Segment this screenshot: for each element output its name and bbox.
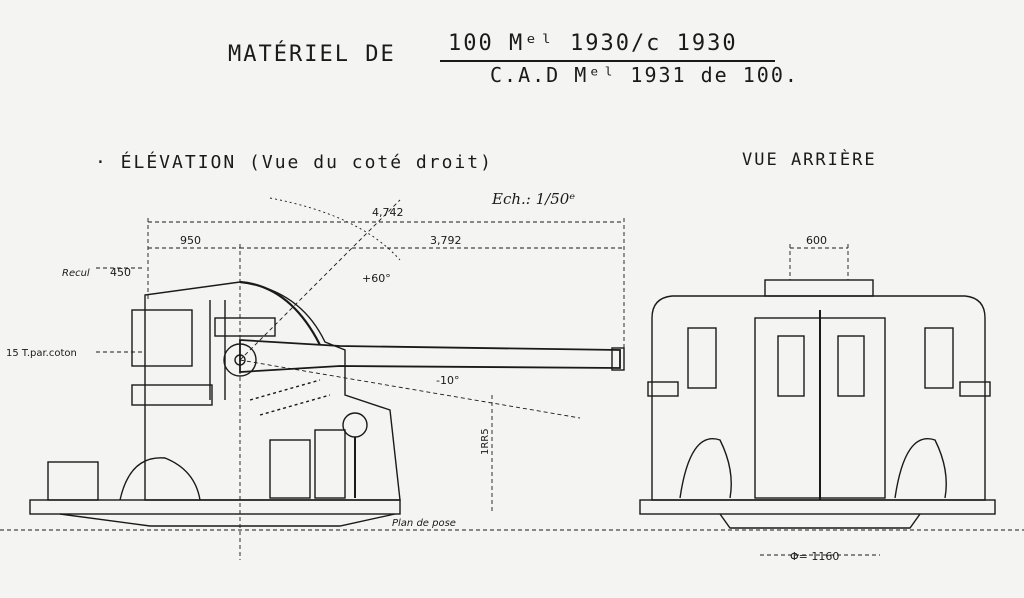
elevation-base-plate <box>29 499 401 515</box>
dim-shield-thickness: 15 T.par.coton <box>6 348 77 359</box>
depression-line <box>239 359 581 419</box>
title-prefix: MATÉRIEL DE <box>228 42 396 67</box>
elevation-view-title: · ÉLÉVATION (Vue du coté droit) <box>95 152 493 173</box>
rear-left-window <box>687 327 717 389</box>
muzzle <box>611 347 625 371</box>
breech-block <box>131 309 193 367</box>
dim-trunnion-height: 1RR5 <box>480 428 491 455</box>
dim-recul-value: 450 <box>110 266 131 279</box>
rear-roof-hatch <box>764 279 874 297</box>
rear-shield-outline <box>651 295 986 501</box>
title-numerator: 100 Mᵉˡ 1930/c 1930 <box>448 31 738 56</box>
turret-shield-outline <box>144 281 401 501</box>
scale-label: Ech.: 1/50ᵉ <box>492 190 576 208</box>
dim-recul-label: Recul <box>62 268 90 279</box>
gunner-seat <box>119 457 201 501</box>
base-plane-label: Plan de pose <box>392 518 456 529</box>
rear-pivot-ring <box>719 513 921 529</box>
shield-roof-curve <box>239 280 321 346</box>
rear-view <box>639 244 996 556</box>
elevation-pivot-ring <box>59 513 396 527</box>
elevation-arc <box>269 197 401 261</box>
right-recuperator <box>837 335 865 397</box>
rear-right-window <box>924 327 954 389</box>
gun-barrel <box>239 339 621 373</box>
left-recuperator <box>777 335 805 397</box>
cradle-rails <box>209 300 226 400</box>
left-gunner <box>679 438 732 499</box>
dim-barrel-length: 3,792 <box>430 234 462 247</box>
dim-rear-offset: 950 <box>180 234 201 247</box>
rear-ammo-box <box>47 461 99 501</box>
dim-base-diameter: Φ= 1160 <box>790 550 839 563</box>
rear-right-lug <box>959 381 991 397</box>
rear-view-title: VUE ARRIÈRE <box>742 150 877 170</box>
rear-base-plate <box>639 499 996 515</box>
dim-min-elevation: -10° <box>436 374 459 387</box>
dim-total-length: 4,742 <box>372 206 404 219</box>
loading-tray <box>131 384 213 406</box>
max-elevation-line <box>239 199 401 361</box>
traverse-linkage <box>249 379 331 416</box>
dim-max-elevation: +60° <box>362 272 391 285</box>
title-fraction-bar <box>440 60 775 62</box>
right-gunner <box>894 438 947 499</box>
elevation-view <box>0 197 1024 560</box>
recoil-cylinder <box>214 317 276 337</box>
training-gear-housing <box>269 439 311 499</box>
pedestal <box>314 429 346 499</box>
elevation-handwheel <box>342 412 368 438</box>
dim-rear-width: 600 <box>806 234 827 247</box>
rear-left-lug <box>647 381 679 397</box>
title-denominator: C.A.D Mᵉˡ 1931 de 100. <box>490 63 799 87</box>
